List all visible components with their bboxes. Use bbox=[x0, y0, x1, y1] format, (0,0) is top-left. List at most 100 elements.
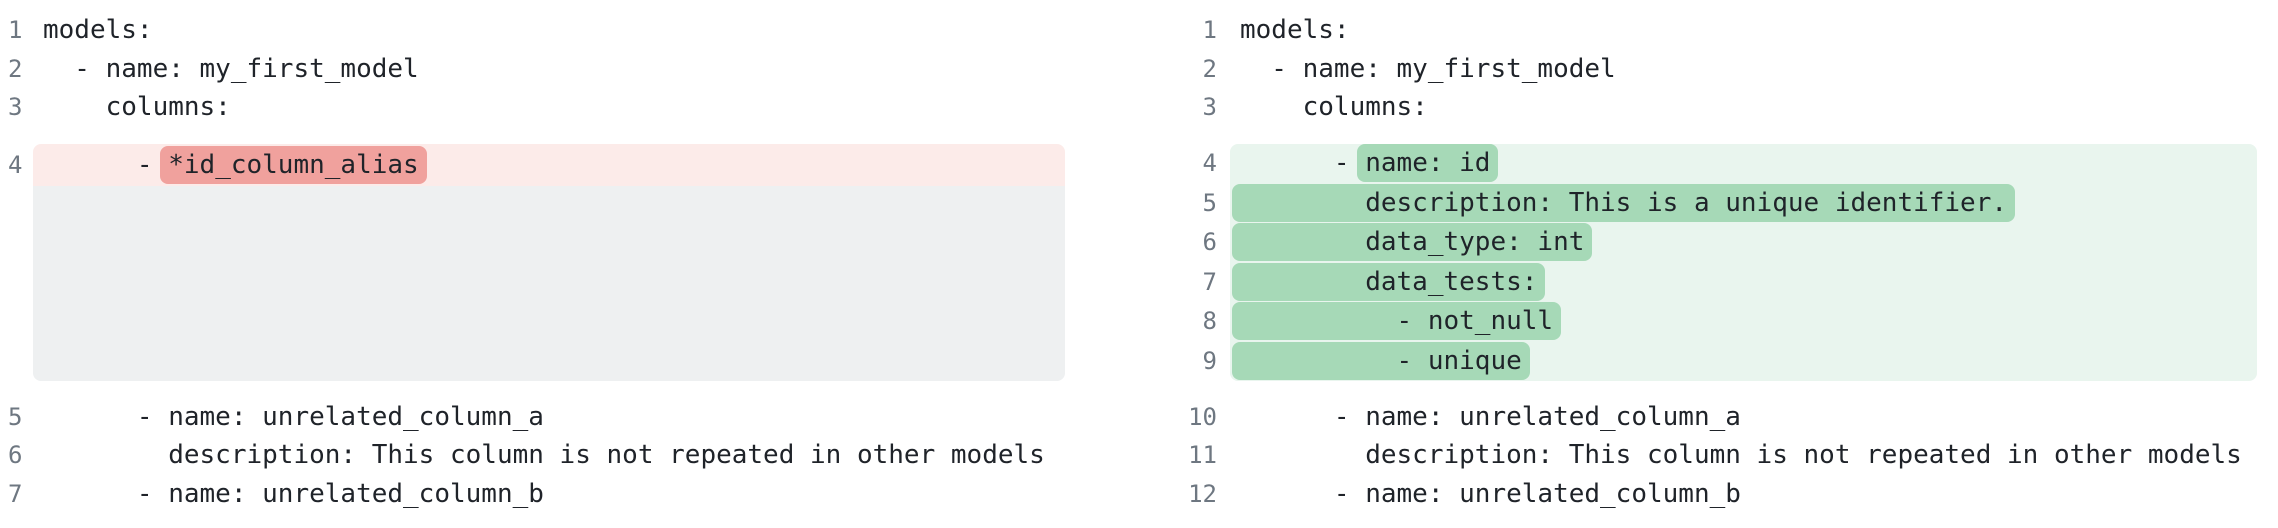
code-line-background: - name: unrelated_column_a bbox=[33, 398, 1065, 437]
code-line-background: - name: my_first_model bbox=[33, 50, 1065, 89]
code-segment: columns: bbox=[1240, 92, 1428, 123]
code-segment: - name: unrelated_column_a bbox=[1240, 401, 1741, 432]
line-number: 9 bbox=[1202, 346, 1217, 375]
code-text: - name: id bbox=[1240, 144, 1499, 183]
code-line: 5 - name: unrelated_column_a bbox=[8, 398, 1065, 437]
code-text: - name: unrelated_column_a bbox=[43, 404, 544, 430]
line-number: 5 bbox=[8, 402, 23, 431]
code-segment: - bbox=[43, 149, 169, 180]
code-segment: - name: my_first_model bbox=[43, 53, 419, 84]
code-line-background: - name: my_first_model bbox=[1230, 50, 2257, 89]
code-text: - *id_column_alias bbox=[43, 145, 427, 184]
added-token: name: id bbox=[1357, 144, 1499, 183]
code-segment: - name: unrelated_column_a bbox=[43, 401, 544, 432]
code-line-background: data_type: int bbox=[1230, 222, 2257, 262]
code-line-background: - name: unrelated_column_b bbox=[33, 475, 1065, 514]
code-line: 3 columns: bbox=[1139, 88, 2257, 127]
code-line: 2 - name: my_first_model bbox=[8, 50, 1065, 89]
code-text: - name: unrelated_column_b bbox=[43, 481, 544, 507]
code-text: - name: unrelated_column_a bbox=[1240, 404, 1741, 430]
code-line: 11 description: This column is not repea… bbox=[1139, 436, 2257, 475]
code-text: description: This is a unique identifier… bbox=[1232, 183, 2016, 222]
diff-hunk: 4 - *id_column_alias bbox=[8, 143, 1065, 381]
code-text: description: This column is not repeated… bbox=[1240, 442, 2242, 468]
code-text: columns: bbox=[1240, 94, 1428, 120]
line-number: 8 bbox=[1202, 307, 1217, 336]
code-line-background: - name: id bbox=[1230, 143, 2257, 183]
line-number: 3 bbox=[1202, 93, 1217, 122]
line-number: 2 bbox=[8, 54, 23, 83]
added-token: data_type: int bbox=[1232, 223, 1593, 262]
code-line-background: description: This column is not repeated… bbox=[1230, 436, 2257, 475]
code-line-background: description: This is a unique identifier… bbox=[1230, 183, 2257, 223]
code-line: 4 - *id_column_alias bbox=[8, 143, 1065, 186]
added-token: data_tests: bbox=[1232, 262, 1546, 301]
code-line-background: models: bbox=[1230, 11, 2257, 50]
code-text: description: This column is not repeated… bbox=[43, 442, 1045, 468]
code-line: 4 - name: id bbox=[1139, 143, 2257, 183]
line-number: 12 bbox=[1188, 479, 1217, 508]
line-number: 1 bbox=[8, 16, 23, 45]
code-line: 6 data_type: int bbox=[1139, 222, 2257, 262]
code-text: models: bbox=[1240, 17, 1350, 43]
code-line-background: columns: bbox=[1230, 88, 2257, 127]
collapsed-lines-placeholder bbox=[8, 185, 1065, 381]
line-number: 5 bbox=[1202, 188, 1217, 217]
line-number: 4 bbox=[1202, 149, 1217, 178]
code-line: 9 - unique bbox=[1139, 341, 2257, 381]
code-line-background: models: bbox=[33, 11, 1065, 50]
removed-token: *id_column_alias bbox=[160, 145, 427, 184]
line-number: 7 bbox=[8, 479, 23, 508]
code-line-background: columns: bbox=[33, 88, 1065, 127]
code-line: 10 - name: unrelated_column_a bbox=[1139, 398, 2257, 437]
line-number: 11 bbox=[1188, 441, 1217, 470]
code-segment: models: bbox=[43, 15, 153, 46]
code-text: - unique bbox=[1232, 341, 1530, 380]
code-line-background: - *id_column_alias bbox=[33, 143, 1065, 186]
code-line-background: - unique bbox=[1230, 341, 2257, 381]
code-line: 2 - name: my_first_model bbox=[1139, 50, 2257, 89]
added-token: description: This is a unique identifier… bbox=[1232, 183, 2016, 222]
line-number: 10 bbox=[1188, 402, 1217, 431]
code-segment: description: This column is not repeated… bbox=[43, 440, 1045, 471]
code-line-background: data_tests: bbox=[1230, 262, 2257, 302]
line-number: 2 bbox=[1202, 54, 1217, 83]
code-line: 3 columns: bbox=[8, 88, 1065, 127]
code-text: data_type: int bbox=[1232, 223, 1593, 262]
code-line: 6 description: This column is not repeat… bbox=[8, 436, 1065, 475]
line-number: 6 bbox=[1202, 228, 1217, 257]
code-text: models: bbox=[43, 17, 153, 43]
code-line: 1 models: bbox=[8, 11, 1065, 50]
code-segment: description: This column is not repeated… bbox=[1240, 440, 2242, 471]
code-line: 1 models: bbox=[1139, 11, 2257, 50]
code-text: - not_null bbox=[1232, 302, 1562, 341]
code-text: - name: my_first_model bbox=[1240, 53, 1616, 84]
added-token: - not_null bbox=[1232, 302, 1562, 341]
code-line: 7 data_tests: bbox=[1139, 262, 2257, 302]
line-number: 7 bbox=[1202, 267, 1217, 296]
code-line: 8 - not_null bbox=[1139, 301, 2257, 341]
code-line-background: description: This column is not repeated… bbox=[33, 436, 1065, 475]
code-segment: - name: unrelated_column_b bbox=[43, 478, 544, 509]
code-segment: columns: bbox=[43, 92, 231, 123]
line-number: 6 bbox=[8, 441, 23, 470]
code-line-background: - name: unrelated_column_b bbox=[1230, 475, 2257, 514]
code-text: - name: unrelated_column_b bbox=[1240, 481, 1741, 507]
code-text: - name: my_first_model bbox=[43, 53, 419, 84]
code-text: data_tests: bbox=[1232, 262, 1546, 301]
code-line-background: - not_null bbox=[1230, 301, 2257, 341]
line-number: 4 bbox=[8, 150, 23, 179]
code-line: 7 - name: unrelated_column_b bbox=[8, 475, 1065, 514]
code-segment: - name: unrelated_column_b bbox=[1240, 478, 1741, 509]
added-token: - unique bbox=[1232, 341, 1530, 380]
code-line: 12 - name: unrelated_column_b bbox=[1139, 475, 2257, 514]
placeholder-fill bbox=[33, 185, 1065, 381]
line-number: 1 bbox=[1202, 16, 1217, 45]
code-line-background: - name: unrelated_column_a bbox=[1230, 398, 2257, 437]
code-segment: - bbox=[1240, 148, 1366, 179]
diff-hunk: 4 - name: id 5 description: This is a uni… bbox=[1139, 143, 2257, 381]
code-segment: models: bbox=[1240, 15, 1350, 46]
code-segment: - name: my_first_model bbox=[1240, 53, 1616, 84]
